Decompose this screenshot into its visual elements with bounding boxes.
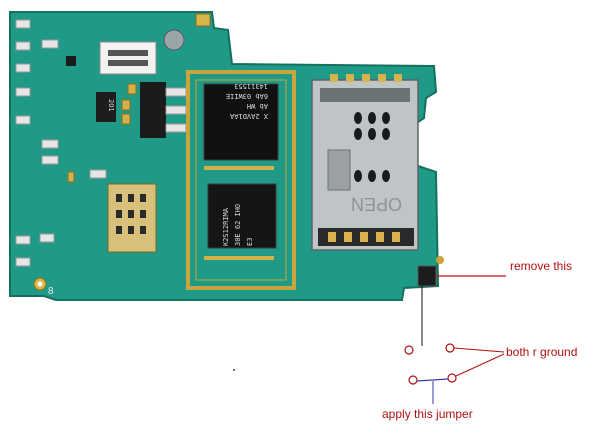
- ground-point-2: [445, 343, 455, 353]
- chip1-line1: X 2AVD1AA: [229, 112, 268, 120]
- chip2-line3: E3: [246, 238, 254, 246]
- sim-open-mark: OPEN: [351, 194, 402, 214]
- jumper-point-1: [408, 375, 418, 385]
- corner-number: 8: [48, 286, 54, 297]
- small-ic: 2O1: [96, 92, 116, 122]
- jumper-label: apply this jumper: [382, 407, 473, 421]
- memory-chip: K2S12RIMA 30E 62 IHO E3: [207, 183, 277, 249]
- jumper-line: [416, 378, 449, 382]
- cpu-chip: X 2AVD1AA Ab WH 6Ab 03WIIE 14311553: [203, 82, 279, 161]
- chip1-line3: 6Ab 03WIIE: [226, 92, 268, 100]
- jumper-point-2: [447, 373, 457, 383]
- vibra-component: [163, 29, 185, 51]
- chip1-line4: 14311553: [234, 82, 268, 90]
- lower-left-connector: [107, 183, 157, 253]
- board-edge-pad: [195, 13, 211, 27]
- ground-label: both r ground: [506, 345, 578, 359]
- sim-holder: OPEN: [311, 74, 419, 251]
- power-transistor: [140, 82, 187, 138]
- ground-arrow-1: [453, 347, 505, 353]
- ground-arrow-2: [455, 353, 505, 377]
- edge-pads: [15, 19, 107, 267]
- chip2-line1: K2S12RIMA: [222, 207, 230, 246]
- top-connector: [99, 41, 157, 75]
- chip2-line2: 30E 62 IHO: [234, 204, 242, 246]
- chip1-line2: Ab WH: [247, 102, 268, 110]
- component-to-remove: [417, 265, 437, 287]
- resistors: [67, 83, 137, 183]
- shield-frame: [186, 70, 296, 290]
- small-ic-label: 2O1: [107, 99, 115, 112]
- ground-point-1: [404, 345, 414, 355]
- remove-label: remove this: [510, 259, 573, 273]
